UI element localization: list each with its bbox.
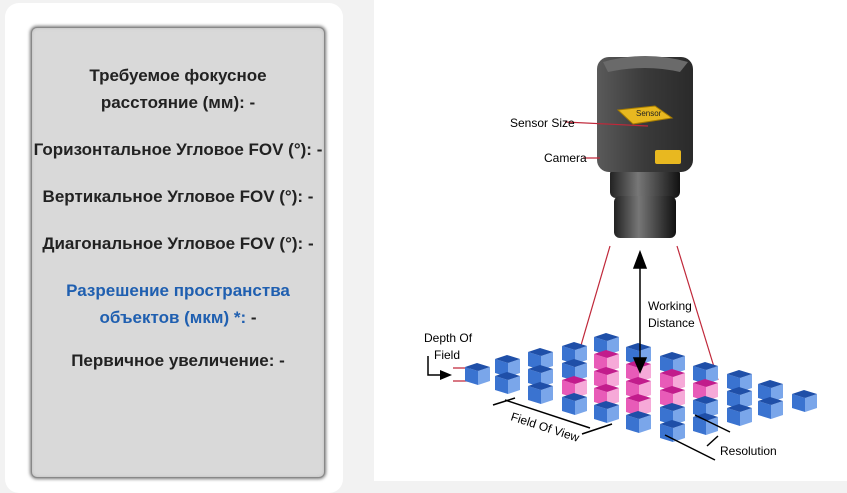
- depth-of-field-label: Depth Of: [424, 331, 473, 345]
- imaging-diagram: Sensor Sen: [374, 0, 847, 481]
- cube: [727, 387, 752, 409]
- result-label: Диагональное Угловое FOV (°):: [42, 234, 304, 253]
- result-value: -: [307, 187, 314, 206]
- result-value: -: [249, 93, 256, 112]
- highlighted-cube: [562, 376, 587, 398]
- highlighted-cube: [660, 369, 685, 391]
- result-primary-magnification: Первичное увеличение: -: [38, 347, 318, 374]
- highlighted-cube: [594, 350, 619, 372]
- result-label: Горизонтальное Угловое FOV (°):: [33, 140, 312, 159]
- cube: [495, 355, 520, 377]
- highlighted-cube: [594, 367, 619, 389]
- cube: [727, 404, 752, 426]
- result-label: Разрешение пространства объектов (мкм) *…: [66, 281, 290, 327]
- result-vertical-fov: Вертикальное Угловое FOV (°): -: [28, 183, 328, 210]
- depth-of-field-arrow: [427, 356, 452, 380]
- result-label: Первичное увеличение:: [71, 351, 275, 370]
- cube: [528, 382, 553, 404]
- cube: [528, 365, 553, 387]
- highlighted-cube: [693, 379, 718, 401]
- result-label: Требуемое фокусное расстояние (мм):: [89, 66, 267, 112]
- highlighted-cube: [594, 384, 619, 406]
- cube: [562, 342, 587, 364]
- field-of-view-arrow: [492, 397, 613, 435]
- cube: [562, 393, 587, 415]
- result-value: -: [250, 308, 257, 327]
- cube: [792, 390, 817, 412]
- cube: [693, 396, 718, 418]
- sensor-size-label: Sensor Size: [510, 116, 575, 130]
- cube: [594, 333, 619, 355]
- result-object-space-resolution: Разрешение пространства объектов (мкм) *…: [48, 277, 308, 331]
- cube: [528, 348, 553, 370]
- cube: [660, 352, 685, 374]
- cube: [727, 370, 752, 392]
- depth-of-field-label: Field: [434, 348, 460, 362]
- highlighted-cube: [626, 394, 651, 416]
- resolution-label: Resolution: [720, 444, 777, 458]
- camera-label: Camera: [544, 151, 587, 165]
- result-value: -: [279, 351, 285, 370]
- cube: [626, 411, 651, 433]
- resolution-arrow: [664, 414, 731, 461]
- working-distance-label: Distance: [648, 316, 695, 330]
- cube: [465, 363, 490, 385]
- field-of-view-label: Field Of View: [509, 410, 581, 445]
- cube: [495, 372, 520, 394]
- working-distance-label: Working: [648, 299, 692, 313]
- result-horizontal-fov: Горизонтальное Угловое FOV (°): -: [28, 136, 328, 163]
- result-focal-length: Требуемое фокусное расстояние (мм): -: [68, 62, 288, 116]
- cube: [758, 397, 783, 419]
- cube: [758, 380, 783, 402]
- cube: [660, 403, 685, 425]
- result-value: -: [307, 234, 314, 253]
- result-diagonal-fov: Диагональное Угловое FOV (°): -: [28, 230, 328, 257]
- result-label: Вертикальное Угловое FOV (°):: [42, 187, 304, 206]
- cube: [693, 362, 718, 384]
- logo-icon: [655, 150, 681, 164]
- highlighted-cube: [626, 377, 651, 399]
- camera-icon: Sensor: [597, 56, 693, 238]
- working-distance-arrow: [632, 249, 648, 374]
- results-panel: Требуемое фокусное расстояние (мм): - Го…: [31, 27, 325, 478]
- cube: [626, 343, 651, 365]
- diagram-svg: Sensor Sen: [424, 56, 817, 461]
- calculator-card: Требуемое фокусное расстояние (мм): - Го…: [5, 3, 343, 493]
- highlighted-cube: [660, 386, 685, 408]
- result-value: -: [316, 140, 323, 159]
- cube: [594, 401, 619, 423]
- sensor-label: Sensor: [636, 109, 662, 118]
- cube: [562, 359, 587, 381]
